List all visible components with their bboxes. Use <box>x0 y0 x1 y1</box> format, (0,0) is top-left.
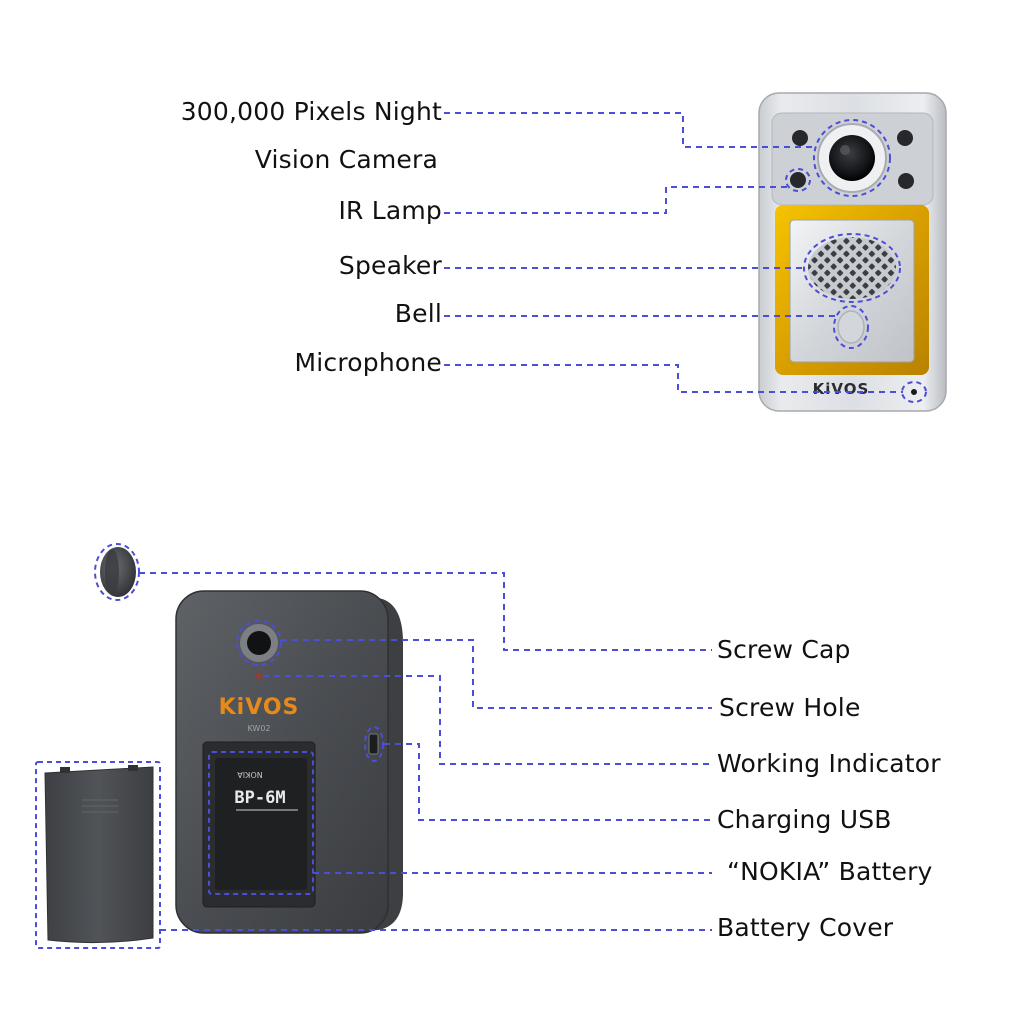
battery-pack <box>215 758 307 890</box>
label-ir-lamp: IR Lamp <box>338 196 442 225</box>
label-charging-usb: Charging USB <box>717 805 892 834</box>
highlight-bell <box>833 305 869 349</box>
battery-cover-body <box>44 766 154 944</box>
speaker-grill-icon <box>808 237 896 299</box>
screw-cap-rim-icon <box>105 549 119 595</box>
battery-cover-grip-icon <box>82 799 118 813</box>
highlight-ir-lamp <box>785 168 811 192</box>
ir-lamp-top-left-icon <box>792 130 808 146</box>
label-camera-line1: 300,000 Pixels Night <box>180 97 442 126</box>
ir-lamp-top-right-icon <box>897 130 913 146</box>
front-brand-text: KiVOS <box>813 380 870 398</box>
highlight-camera <box>813 119 891 197</box>
leader-screw-hole <box>281 639 712 709</box>
leader-ir-lamp <box>444 186 788 214</box>
back-brand-text: KiVOS <box>219 695 300 720</box>
label-microphone: Microphone <box>294 348 442 377</box>
working-indicator-icon <box>256 673 262 679</box>
camera-lens-icon <box>829 135 875 181</box>
ir-lamp-bottom-right-icon <box>898 173 914 189</box>
label-screw-cap: Screw Cap <box>717 635 851 664</box>
usb-port-icon <box>368 733 379 755</box>
microphone-hole-icon <box>911 389 917 395</box>
highlight-screw-hole <box>236 620 282 666</box>
label-working-indicator: Working Indicator <box>717 749 941 778</box>
highlight-charging-usb <box>364 726 384 762</box>
front-device: KiVOS <box>758 92 947 412</box>
highlight-microphone <box>901 381 927 403</box>
back-leader-lines <box>35 543 712 949</box>
highlight-battery <box>208 751 314 895</box>
camera-lens-glare-icon <box>840 145 850 155</box>
leader-charging-usb <box>384 743 712 821</box>
battery-cover-tab-left <box>60 767 70 773</box>
front-leader-lines <box>444 112 927 403</box>
label-camera-line2: Vision Camera <box>254 145 438 174</box>
screw-hole-inner-icon <box>247 631 271 655</box>
battery-cover-tab-right <box>128 765 138 771</box>
ir-lamp-bottom-left-icon <box>790 172 806 188</box>
label-screw-hole: Screw Hole <box>719 693 861 722</box>
leader-camera <box>444 112 814 148</box>
back-model-text: KW02 <box>247 724 270 733</box>
battery-brand-text: NOKIA <box>237 770 263 779</box>
label-bell: Bell <box>394 299 442 328</box>
bell-button-icon <box>837 310 865 344</box>
label-battery: “NOKIA” Battery <box>727 857 933 886</box>
label-battery-cover: Battery Cover <box>717 913 894 942</box>
battery-cover <box>44 765 154 944</box>
highlight-speaker <box>803 233 901 303</box>
leader-working-indicator <box>263 675 712 765</box>
leader-microphone <box>444 364 903 393</box>
battery-model-text: BP-6M <box>234 788 285 808</box>
label-speaker: Speaker <box>338 251 442 280</box>
